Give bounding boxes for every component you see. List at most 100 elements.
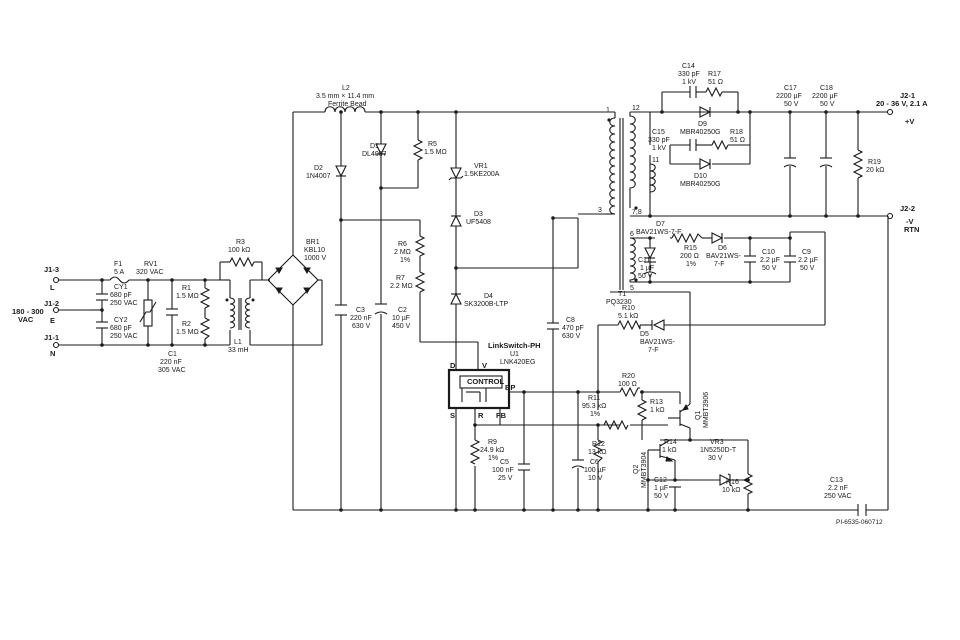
r20-ref: R20 [622, 373, 635, 380]
capacitor-cy2 [96, 321, 108, 329]
c10-value: 2.2 µF [760, 257, 780, 264]
c15-rating: 1 kV [652, 145, 666, 152]
d2-ref: D2 [314, 165, 323, 172]
capacitor-c8 [547, 322, 559, 330]
u1-pin-v: V [482, 361, 487, 370]
capacitor-c14 [689, 86, 697, 98]
c13-rating: 250 VAC [824, 493, 852, 500]
vr1-part: 1.5KE200A [464, 171, 500, 178]
diode-d10 [699, 158, 712, 170]
c17-value: 2200 µF [776, 93, 802, 100]
drawing-number: PI-6535-060712 [836, 519, 883, 526]
r17-value: 51 Ω [708, 79, 723, 86]
capacitor-c11 [643, 261, 657, 275]
resistor-r17 [705, 86, 723, 98]
t1-pin-3: 3 [598, 207, 602, 214]
u1-pin-d: D [450, 361, 456, 370]
c12-ref: C12 [654, 477, 667, 484]
d5-ref: D5 [640, 331, 649, 338]
r19-value: 20 kΩ [866, 167, 884, 174]
c13-ref: C13 [830, 477, 843, 484]
c14-ref: C14 [682, 63, 695, 70]
u1-pin-bp: BP [505, 383, 515, 392]
cy2-value: 680 pF [110, 325, 132, 332]
input-voltage: 180 - 300 [12, 307, 44, 316]
output-pin-minus: -V [906, 217, 914, 226]
c1-rating: 305 VAC [158, 367, 186, 374]
fuse-f1 [109, 276, 130, 284]
t1-pin-11: 11 [652, 157, 659, 164]
capacitor-c9 [784, 255, 796, 263]
output-spec: 20 - 36 V, 2.1 A [876, 99, 928, 108]
c15-value: 330 pF [648, 137, 670, 144]
cy1-ref: CY1 [114, 284, 128, 291]
c2-value: 10 µF [392, 315, 410, 322]
f1-ref: F1 [114, 261, 122, 268]
output-pin-plus: +V [905, 117, 914, 126]
vr1-ref: VR1 [474, 163, 488, 170]
transistor-q1 [668, 403, 691, 429]
labels: J1-3 L J1-2 E J1-1 N 180 - 300 VAC J2-1 … [12, 63, 928, 526]
input-pin-e: E [50, 316, 55, 325]
tvs-vr1 [448, 167, 464, 181]
d7-ref: D7 [656, 221, 665, 228]
capacitor-cy1 [96, 293, 108, 301]
varistor-rv1 [139, 299, 157, 327]
c15-ref: C15 [652, 129, 665, 136]
r10-ref: R10 [622, 305, 635, 312]
inductor-l2 [324, 106, 366, 113]
l2-ref: L2 [342, 85, 350, 92]
r6-tol: 1% [400, 257, 410, 264]
r18-value: 51 Ω [730, 137, 745, 144]
c5-ref: C5 [500, 459, 509, 466]
c8-value: 470 pF [562, 325, 584, 332]
d9-part: MBR40250G [680, 129, 720, 136]
diode-d7 [644, 247, 656, 260]
c2-ref: C2 [398, 307, 407, 314]
br1-ref: BR1 [306, 239, 320, 246]
f1-value: 5 A [114, 269, 124, 276]
capacitor-c10 [744, 255, 756, 263]
transistor-q2 [648, 439, 676, 462]
c3-ref: C3 [356, 307, 365, 314]
r10-value: 5.1 kΩ [618, 313, 638, 320]
resistor-r18 [711, 139, 729, 151]
output-terminals [886, 108, 894, 220]
resistor-r11 [603, 419, 629, 431]
u1-pin-fb: FB [496, 411, 507, 420]
r11-value: 95.3 kΩ [582, 403, 606, 410]
c9-value: 2.2 µF [798, 257, 818, 264]
r9-tol: 1% [488, 455, 498, 462]
cy2-rating: 250 VAC [110, 333, 138, 340]
l2-size: 3.5 mm × 11.4 mm [316, 93, 374, 100]
junctions [100, 110, 860, 512]
c14-rating: 1 kV [682, 79, 696, 86]
c10-rating: 50 V [762, 265, 777, 272]
t1-pin-6: 6 [630, 231, 634, 238]
d4-part: SK3200B-LTP [464, 301, 509, 308]
d4-ref: D4 [484, 293, 493, 300]
c6-ref: C6 [590, 459, 599, 466]
q1-ref: Q1 [695, 411, 702, 420]
resistor-r20 [619, 386, 640, 398]
rv1-value: 320 VAC [136, 269, 164, 276]
q2-part: MMBT3904 [641, 452, 648, 488]
resistor-r16 [742, 473, 754, 495]
r13-ref: R13 [650, 399, 663, 406]
r3-ref: R3 [236, 239, 245, 246]
d5-part: BAV21WS- [640, 339, 676, 346]
ic-u1 [447, 368, 511, 410]
input-terminal-j1-3: J1-3 [44, 265, 59, 274]
input-terminal-j1-2: J1-2 [44, 299, 59, 308]
r6-ref: R6 [398, 241, 407, 248]
capacitor-c2 [374, 303, 388, 315]
c5-value: 100 nF [492, 467, 514, 474]
resistor-r3 [229, 256, 255, 268]
r9-ref: R9 [488, 439, 497, 446]
t1-pin-5: 5 [630, 285, 634, 292]
c9-rating: 50 V [800, 265, 815, 272]
r1-value: 1.5 MΩ [176, 293, 199, 300]
r17-ref: R17 [708, 71, 721, 78]
resistor-r2 [199, 317, 211, 340]
input-terminals [52, 276, 60, 349]
